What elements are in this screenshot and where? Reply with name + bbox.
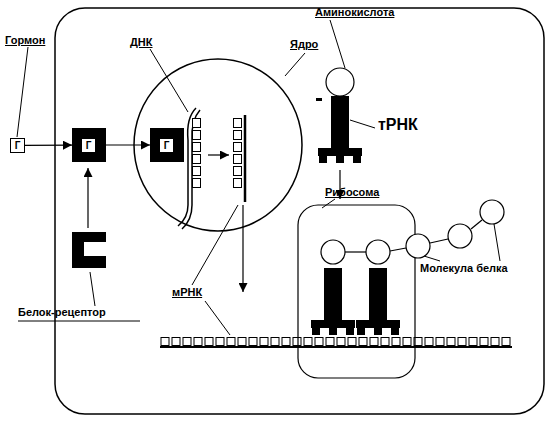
node-text: Г	[11, 139, 24, 152]
part-label: Рибосома	[325, 186, 379, 199]
export-arrow	[242, 205, 243, 292]
amino-acid	[366, 240, 390, 264]
mrna-strand	[244, 115, 247, 202]
node-text: Г	[159, 138, 174, 153]
leader-line	[494, 224, 500, 261]
amino-acid	[326, 68, 354, 96]
nucleus-outline	[134, 59, 302, 231]
leader-line	[90, 272, 95, 306]
part-label: Молекула белка	[420, 262, 508, 275]
leader-line	[330, 20, 345, 68]
nucleus: ЯдроГ	[133, 58, 303, 232]
amino-acid	[406, 234, 430, 258]
node-text: Г	[81, 138, 96, 153]
mrna-codons	[160, 337, 512, 346]
peptide-bond	[471, 220, 482, 229]
node-text: Ядро	[290, 38, 318, 51]
part-label: мРНК	[172, 286, 202, 299]
mrna-strand	[160, 346, 512, 348]
receptor-protein	[72, 232, 106, 268]
trna-symbol	[311, 268, 355, 335]
part-label: ДНК	[130, 36, 153, 49]
receptor-complex: Г	[72, 128, 106, 162]
peptide-bond	[345, 251, 366, 252]
amino-acid	[448, 224, 472, 248]
leader-line	[350, 120, 375, 128]
underline	[18, 321, 140, 322]
flow-arrow	[106, 144, 150, 145]
mrna-bases	[233, 118, 243, 189]
trna-symbol	[356, 268, 400, 335]
part-label: тРНК	[378, 116, 418, 134]
peptide-bond	[390, 248, 406, 251]
leader-line	[17, 47, 28, 137]
part-label: Белок-рецептор	[18, 306, 106, 319]
amino-acid	[321, 240, 345, 264]
trna-symbol	[318, 96, 362, 163]
peptide-bond	[430, 239, 448, 243]
hormone-box: Г	[10, 138, 25, 153]
leader-line	[322, 199, 335, 208]
leader-line	[285, 53, 305, 76]
leader-line	[150, 49, 188, 112]
leader-line	[192, 205, 238, 285]
amino-acid	[480, 200, 504, 224]
flow-arrow	[25, 145, 72, 147]
trna-tab	[316, 98, 322, 101]
receptor-complex: Г	[150, 128, 184, 162]
leader-line	[205, 301, 230, 335]
dna-bases	[192, 118, 202, 189]
cell-membrane	[55, 8, 544, 414]
binding-arrow	[87, 168, 88, 228]
transcription-arrow	[208, 154, 229, 155]
part-label: Гормон	[5, 34, 45, 47]
part-label: Аминокислота	[315, 6, 394, 19]
ribosome-body	[298, 205, 415, 378]
leader-line	[424, 256, 440, 261]
